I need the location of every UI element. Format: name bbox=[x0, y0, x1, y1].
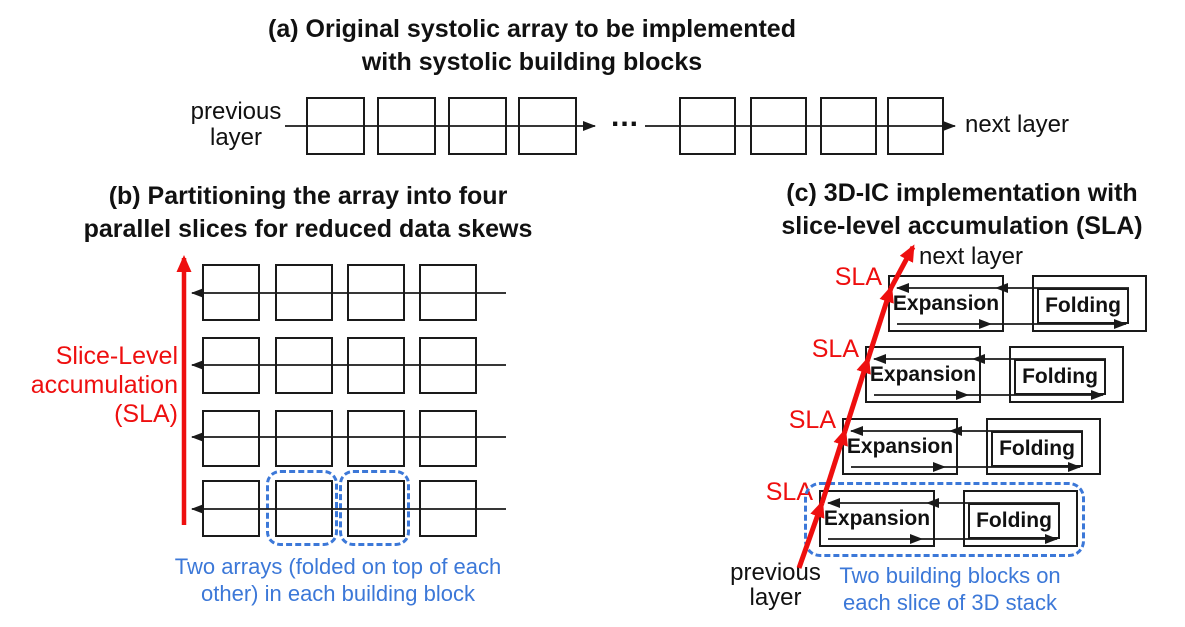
sla-axis-label: Slice-Level accumulation (SLA) bbox=[30, 342, 178, 428]
sla-label: SLA bbox=[811, 335, 859, 363]
folding-inner-box: Folding bbox=[1014, 359, 1106, 395]
folding-label: Folding bbox=[999, 437, 1075, 460]
grid-box bbox=[275, 264, 333, 321]
grid-box bbox=[347, 410, 405, 467]
systolic-box bbox=[306, 97, 365, 155]
grid-box bbox=[347, 264, 405, 321]
panel-a-title: (a) Original systolic array to be implem… bbox=[268, 15, 796, 76]
panel-b-title: (b) Partitioning the array into four par… bbox=[83, 182, 533, 243]
folding-label: Folding bbox=[1045, 294, 1121, 317]
sla-label: SLA bbox=[788, 406, 836, 434]
grid-box bbox=[202, 480, 260, 537]
next-layer-label-c: next layer bbox=[918, 243, 1024, 270]
expansion-label: Expansion bbox=[823, 506, 931, 530]
expansion-box: Expansion bbox=[865, 346, 981, 403]
sla-label: SLA bbox=[834, 263, 882, 291]
expansion-box: Expansion bbox=[842, 418, 958, 475]
folding-label: Folding bbox=[1022, 365, 1098, 388]
expansion-label: Expansion bbox=[846, 434, 954, 458]
folding-outer-box bbox=[1009, 346, 1124, 403]
folding-inner-box: Folding bbox=[1037, 288, 1129, 324]
systolic-box bbox=[887, 97, 944, 155]
expansion-label: Expansion bbox=[869, 362, 977, 386]
expansion-box: Expansion bbox=[819, 490, 935, 547]
grid-box bbox=[419, 264, 477, 321]
grid-box bbox=[347, 337, 405, 394]
systolic-box bbox=[750, 97, 807, 155]
systolic-box bbox=[377, 97, 436, 155]
sla-label: SLA bbox=[765, 478, 813, 506]
grid-box bbox=[419, 337, 477, 394]
systolic-box bbox=[448, 97, 507, 155]
folding-outer-box bbox=[963, 490, 1078, 547]
grid-box bbox=[202, 410, 260, 467]
grid-box bbox=[275, 337, 333, 394]
folding-inner-box: Folding bbox=[968, 503, 1060, 539]
expansion-box: Expansion bbox=[888, 275, 1004, 332]
next-layer-label-a: next layer bbox=[964, 111, 1070, 138]
previous-layer-label-c: previous layer bbox=[730, 559, 821, 611]
systolic-box bbox=[679, 97, 736, 155]
folding-inner-box: Folding bbox=[991, 431, 1083, 467]
panel-c-caption: Two building blocks on each slice of 3D … bbox=[839, 563, 1061, 615]
panel-b-caption: Two arrays (folded on top of each other)… bbox=[174, 554, 502, 606]
grid-box bbox=[275, 410, 333, 467]
building-block-outline bbox=[339, 470, 410, 546]
folding-outer-box bbox=[986, 418, 1101, 475]
previous-layer-label-a: previous layer bbox=[190, 98, 282, 151]
folding-label: Folding bbox=[976, 509, 1052, 532]
grid-box bbox=[419, 480, 477, 537]
ellipsis: ... bbox=[610, 100, 639, 133]
grid-box bbox=[202, 264, 260, 321]
grid-box bbox=[419, 410, 477, 467]
folding-outer-box bbox=[1032, 275, 1147, 332]
systolic-box bbox=[518, 97, 577, 155]
grid-box bbox=[202, 337, 260, 394]
building-block-outline bbox=[266, 470, 338, 546]
panel-c-title: (c) 3D-IC implementation with slice-leve… bbox=[781, 179, 1143, 240]
expansion-label: Expansion bbox=[892, 291, 1000, 315]
systolic-box bbox=[820, 97, 877, 155]
